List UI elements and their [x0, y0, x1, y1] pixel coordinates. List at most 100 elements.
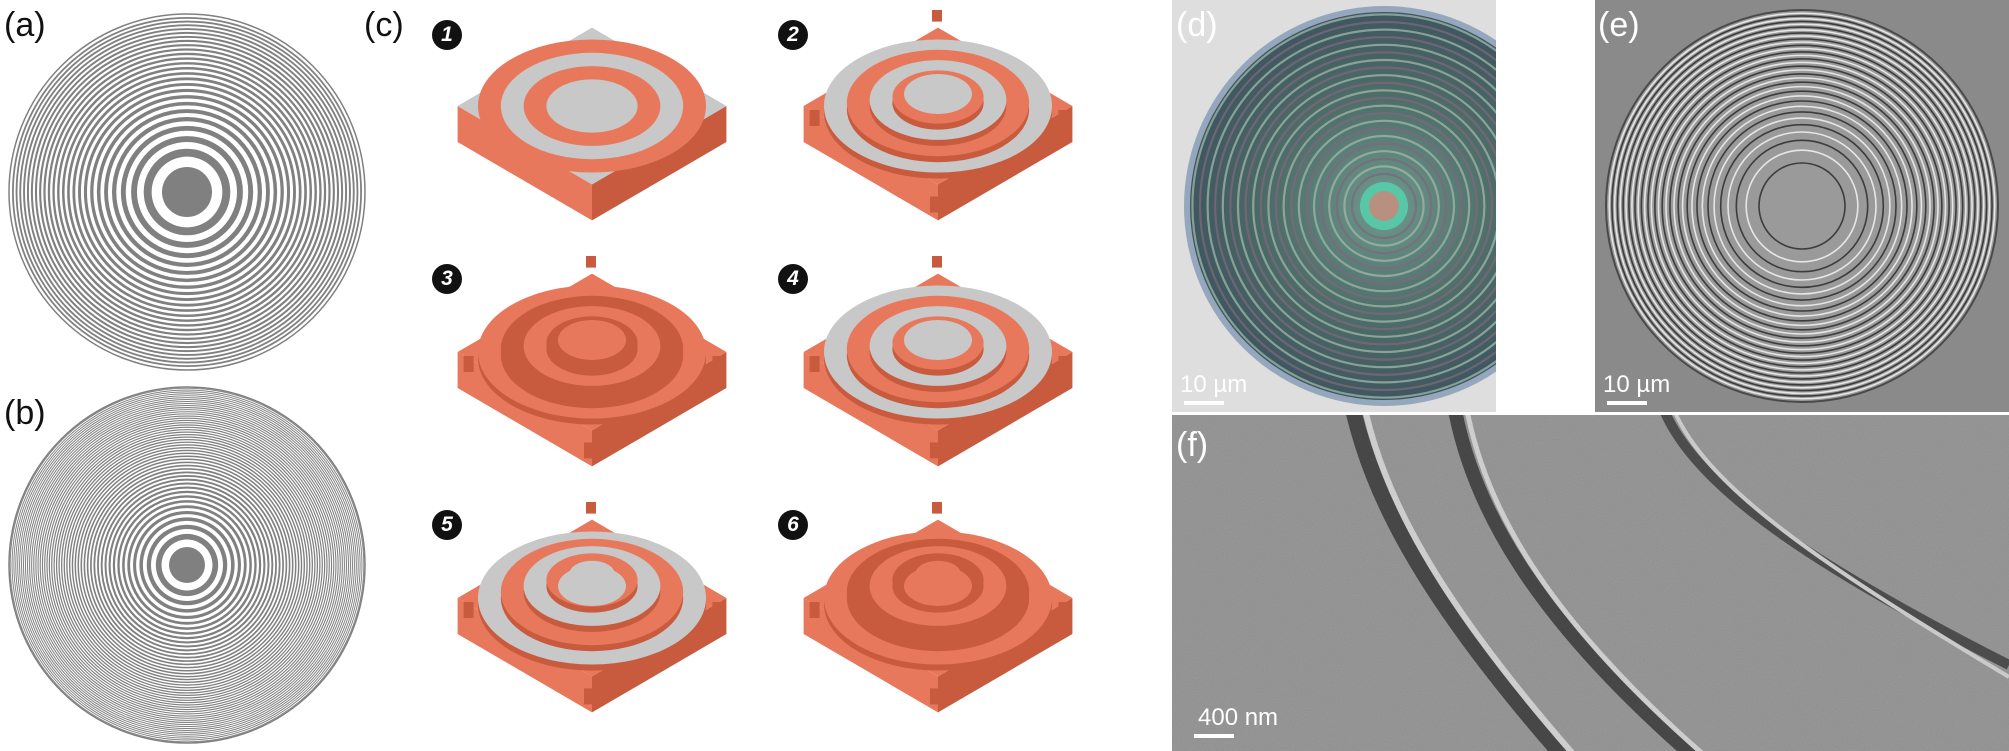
- sem-ring: [1647, 51, 1957, 361]
- step-badge-5: 5: [432, 510, 462, 540]
- sem-outline: [1605, 9, 1999, 403]
- corner-step: [809, 110, 820, 126]
- corner-step: [932, 256, 942, 268]
- optical-ring: [1221, 43, 1496, 369]
- sem-ring: [1661, 65, 1943, 347]
- optical-rings: [1191, 13, 1496, 399]
- optical-ring: [1191, 13, 1496, 399]
- center-disk: [558, 86, 626, 126]
- step-block-3: [457, 256, 727, 467]
- optical-ring: [1274, 96, 1494, 316]
- step-block-5: [457, 502, 727, 713]
- corner-step: [712, 356, 723, 372]
- sem-ring: [1758, 162, 1846, 250]
- scale-label-f: 400 nm: [1198, 704, 1278, 731]
- panel-a-label: (a): [4, 6, 46, 44]
- sem-closeup-f: 400 nm: [1172, 415, 2009, 751]
- sem-ring: [1665, 69, 1939, 343]
- zone-plate-a: [8, 13, 366, 371]
- corner-step: [932, 10, 942, 22]
- sem-ring: [1713, 117, 1891, 295]
- sem-ring: [1634, 38, 1970, 374]
- zone-plate-b-rings: [8, 386, 366, 744]
- optical-ring: [1236, 58, 1496, 354]
- zone-center: [171, 549, 203, 581]
- corner-step: [930, 442, 940, 459]
- optical-ring: [1335, 157, 1433, 255]
- optical-ring: [1350, 172, 1418, 240]
- corner-step: [930, 688, 940, 705]
- sem-ring: [1727, 131, 1877, 281]
- optical-ring: [1305, 127, 1463, 285]
- sem-ring: [1631, 35, 1973, 377]
- corner-step: [930, 196, 940, 213]
- corner-step: [809, 356, 820, 372]
- sem-ring: [1628, 32, 1976, 380]
- step-badge-6: 6: [778, 510, 808, 540]
- corner-step: [586, 256, 596, 268]
- corner-step: [1058, 356, 1069, 372]
- optical-ring: [1312, 134, 1456, 278]
- step-badge-4: 4: [778, 264, 808, 294]
- sem-ring: [1696, 100, 1908, 312]
- center-disk: [904, 320, 972, 360]
- center-disk: [904, 566, 972, 606]
- optical-ring: [1267, 89, 1496, 323]
- corner-step: [932, 502, 942, 514]
- step-badge-1: 1: [432, 20, 462, 50]
- optical-ring: [1244, 66, 1496, 346]
- sem-ring: [1608, 12, 1996, 400]
- sem-ring: [1625, 29, 1979, 383]
- sem-top-view-e: 10 µm: [1595, 0, 2009, 412]
- optical-ring: [1214, 36, 1496, 376]
- corner-step: [584, 688, 594, 705]
- sem-ring: [1719, 123, 1885, 289]
- optical-ring: [1343, 165, 1425, 247]
- sem-ring: [1640, 44, 1964, 368]
- corner-step: [586, 502, 596, 514]
- sem-ring: [1611, 15, 1993, 397]
- corner-step: [1058, 602, 1069, 618]
- sem-ring: [1616, 20, 1988, 392]
- step-badge-3: 3: [432, 264, 462, 294]
- optical-ring: [1320, 142, 1448, 270]
- zone-plate-b: [8, 386, 366, 744]
- sem-ring: [1654, 58, 1950, 354]
- sem-ring: [1643, 47, 1961, 365]
- optical-micrograph-d: 10 µm: [1172, 0, 1496, 412]
- corner-step: [712, 602, 723, 618]
- optical-ring: [1282, 104, 1486, 308]
- sem-ring: [1681, 85, 1923, 327]
- optical-ring: [1259, 81, 1496, 331]
- sem-ring: [1673, 77, 1931, 335]
- step-block-6: [803, 502, 1073, 713]
- zone-plate-a-rings: [8, 13, 366, 371]
- sem-ring: [1735, 139, 1869, 273]
- sem-ring: [1701, 105, 1903, 307]
- sem-ring: [1657, 61, 1947, 351]
- sem-ring: [1669, 73, 1935, 339]
- corner-step: [463, 602, 474, 618]
- optical-ring: [1198, 20, 1496, 392]
- zone-center: [167, 172, 207, 212]
- optical-ring: [1290, 112, 1478, 300]
- corner-step: [1058, 110, 1069, 126]
- corner-step: [584, 442, 594, 459]
- optical-ring: [1229, 51, 1496, 361]
- optical-ring: [1328, 150, 1440, 262]
- panel-c-label: (c): [364, 6, 404, 44]
- step-badge-2: 2: [778, 20, 808, 50]
- sem-ring: [1745, 149, 1859, 263]
- optical-ring: [1206, 28, 1496, 384]
- sem-rings: [1605, 9, 1999, 403]
- sem-ring: [1677, 81, 1927, 331]
- center-disk: [558, 320, 626, 360]
- center-disk: [558, 566, 626, 606]
- step-block-4: [803, 256, 1073, 467]
- panel-d-label: (d): [1176, 6, 1218, 44]
- scale-label-e: 10 µm: [1603, 371, 1670, 398]
- step-block-2: [803, 10, 1073, 221]
- optical-ring: [1297, 119, 1471, 293]
- panel-b-label: (b): [4, 394, 46, 432]
- optical-ring: [1252, 74, 1496, 338]
